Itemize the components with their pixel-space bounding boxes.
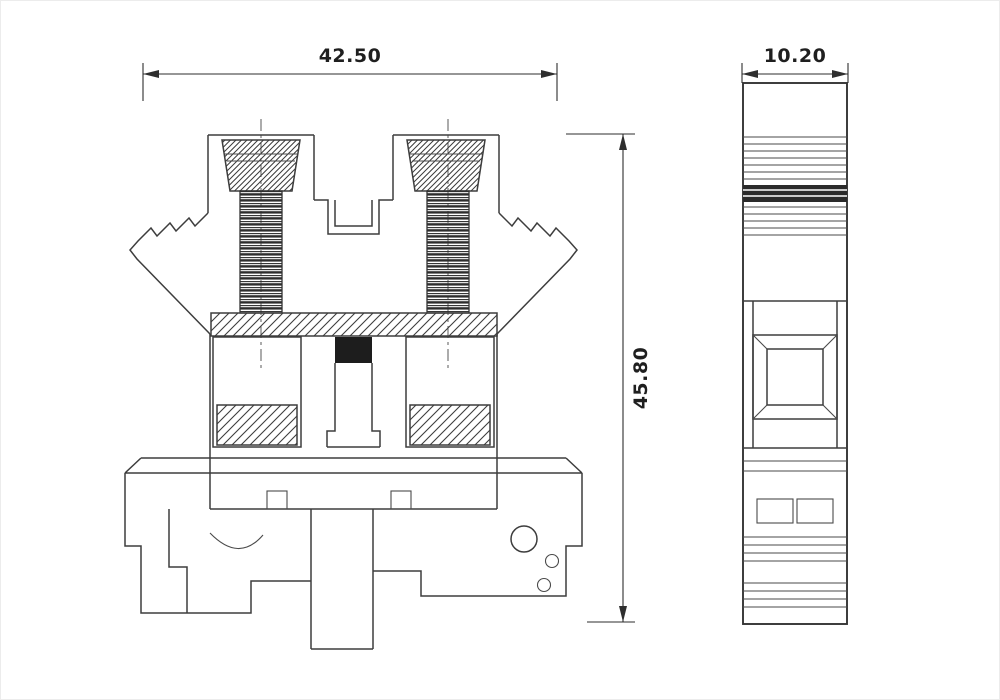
left-clamp-insert [216,404,298,446]
foot-spring-curve [209,532,264,549]
right-screw-head [406,139,486,192]
left-screw-thread [239,190,283,314]
center-clamp-block [335,337,372,363]
foot-notch-left [266,490,288,510]
left-screw-head [221,139,301,192]
side-boss-inner-square [766,348,824,406]
screw-tower-outlines [207,134,500,213]
side-lower-section-lines [743,460,847,472]
side-profile-outline [742,82,848,625]
mounting-holes [510,525,560,593]
dimension-front-height: 45.80 [566,133,652,623]
side-boss-outer-square [752,334,838,420]
front-height-arrow-bottom-icon [619,606,627,622]
mounting-hole-small-upper [544,553,560,569]
right-wire-cavity [405,336,495,448]
left-wire-cavity [212,336,302,448]
center-lower-channel [326,363,381,448]
side-width-arrow-right-icon [832,70,848,78]
right-serrated-wing [496,212,578,335]
side-width-extension-lines [741,63,849,83]
front-height-extension-lines [566,133,635,623]
front-height-arrow-top-icon [619,134,627,150]
din-rail-foot [124,457,583,650]
screw-slot-lines [225,153,482,162]
side-ribs-upper-mid [743,206,847,236]
side-boss-chamfer-lines [752,334,838,420]
clamp-bar [210,312,498,337]
side-width-arrow-left-icon [742,70,758,78]
side-clamp-cage [743,300,847,449]
front-width-arrow-right-icon [541,70,557,78]
front-height-label: 45.80 [630,347,652,410]
front-view [124,119,583,650]
side-dark-band-lines [743,189,847,197]
side-ribs-top [743,136,847,180]
right-clamp-insert [409,404,491,446]
front-width-arrow-left-icon [143,70,159,78]
dimension-front-width: 42.50 [142,45,558,101]
right-screw-thread [426,190,470,314]
mounting-hole-large [510,525,538,553]
side-ribs-bottom [743,536,847,608]
side-view [742,82,848,625]
dimension-side-width: 10.20 [741,45,849,83]
front-width-extension-lines [142,63,558,101]
side-dark-band [743,185,847,202]
left-serrated-wing [129,212,211,335]
center-top-channel [314,199,393,235]
front-width-label: 42.50 [319,45,382,67]
side-center-boss [752,334,838,420]
side-jumper-slot-left [756,498,794,524]
body-side-walls [209,334,498,458]
side-jumper-slot-right [796,498,834,524]
foot-outline [124,457,583,650]
side-width-label: 10.20 [764,45,827,67]
mounting-hole-small-lower [536,577,552,593]
foot-notch-right [390,490,412,510]
